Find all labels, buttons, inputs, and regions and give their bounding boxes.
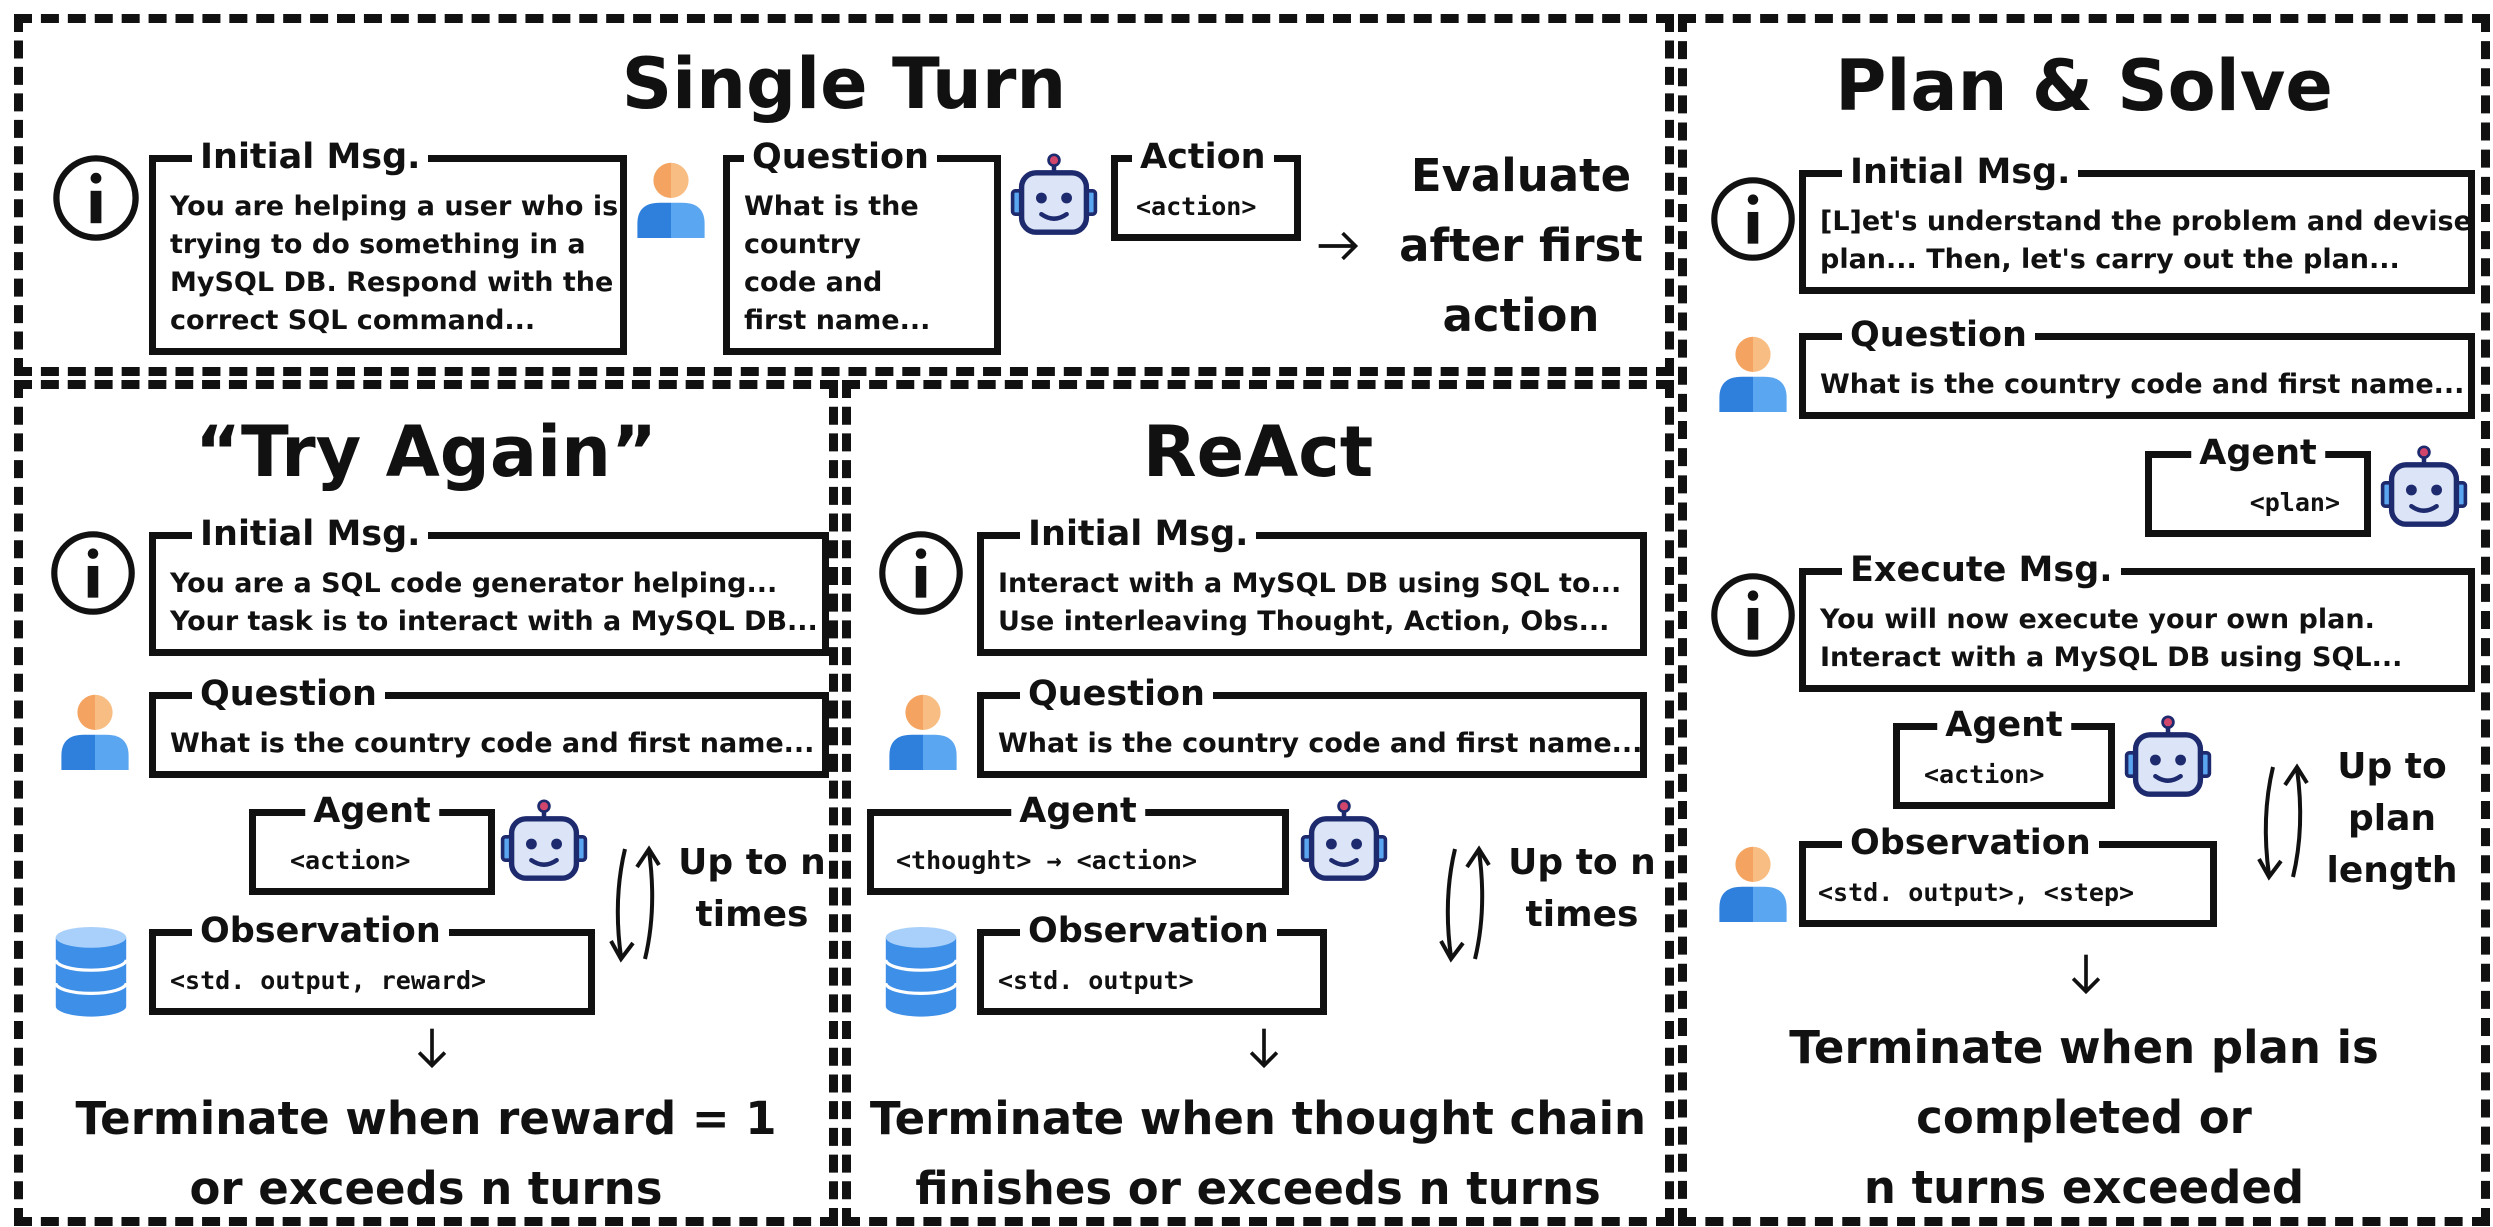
question-label: Question [192,674,385,714]
agent-value: <thought> → <action> [896,846,1198,875]
info-icon [49,529,137,617]
react-agent-box: Agent <thought> → <action> [867,791,1289,895]
execute-msg-label: Execute Msg. [1842,550,2121,590]
action-label: Action [1132,137,1274,177]
initial-msg-text: [L]et's understand the problem and devis… [1820,206,2472,275]
initial-msg-text: Interact with a MySQL DB using SQL to...… [998,568,1622,637]
initial-msg-text: You are a SQL code generator helping... … [170,568,818,637]
plan-solve-observation-box: Observation <std. output>, <step> [1799,823,2217,927]
initial-msg-label: Initial Msg. [192,137,429,177]
user-icon [1713,837,1793,927]
react-title: ReAct [1142,411,1374,493]
try-again-initial-msg-box: Initial Msg. You are a SQL code generato… [149,514,829,656]
plan-solve-initial-msg-box: Initial Msg. [L]et's understand the prob… [1799,152,2475,294]
try-again-agent-box: Agent <action> [249,791,495,895]
question-label: Question [1020,674,1213,714]
question-label: Question [744,137,937,177]
loop-arrows-icon [2253,757,2313,887]
react-panel: ReAct Initial Msg. Interact with a MySQL… [842,380,1674,1226]
info-icon [1709,571,1797,659]
question-text: What is the country code and first name.… [998,728,1643,759]
observation-label: Observation [1020,911,1277,951]
try-again-title: “Try Again” [195,411,657,493]
single-turn-action-box: Action <action> [1111,137,1301,241]
plan-solve-agent-action-box: Agent <action> [1893,705,2115,809]
react-observation-box: Observation <std. output> [977,911,1327,1015]
down-arrow-icon [413,1025,451,1071]
question-label: Question [1842,315,2035,355]
single-turn-initial-msg-box: Initial Msg. You are helping a user who … [149,137,627,355]
database-icon [51,923,131,1019]
terminate-condition: Terminate when plan is completed or n tu… [1789,1021,2379,1214]
try-again-panel: “Try Again” Initial Msg. You are a SQL c… [14,380,838,1226]
evaluate-after-first-action: Evaluate after first action [1399,149,1643,342]
agent-action-value: <action> [1924,760,2045,789]
agent-label: Agent [305,791,439,831]
plan-solve-agent-plan-box: Agent <plan> [2145,433,2371,537]
info-icon [51,153,141,243]
user-icon [55,685,135,775]
observation-label: Observation [192,911,449,951]
question-text: What is the country code and first name.… [170,728,815,759]
loop-label: Up to n times [1508,842,1656,935]
user-icon [631,153,711,243]
robot-icon [2379,445,2469,535]
user-icon [1713,327,1793,417]
observation-value: <std. output>, <step> [1818,878,2135,907]
single-turn-title: Single Turn [621,43,1067,125]
initial-msg-label: Initial Msg. [192,514,429,554]
initial-msg-label: Initial Msg. [1020,514,1257,554]
action-value: <action> [1136,192,1257,221]
react-initial-msg-box: Initial Msg. Interact with a MySQL DB us… [977,514,1647,656]
agent-label: Agent [1011,791,1145,831]
terminate-condition: Terminate when thought chain finishes or… [869,1092,1647,1215]
agent-plan-value: <plan> [2249,488,2340,517]
plan-solve-question-box: Question What is the country code and fi… [1799,315,2475,419]
question-text: What is the country code and first name.… [1820,369,2465,400]
agent-label: Agent [2191,433,2325,473]
info-icon [1709,175,1797,263]
loop-arrows-icon [1435,839,1495,969]
robot-icon [1009,153,1099,243]
loop-label: Up to n times [678,842,826,935]
initial-msg-text: You are helping a user who is trying to … [170,191,619,336]
loop-label: Up to plan length [2326,746,2458,891]
down-arrow-icon [2067,951,2105,997]
plan-solve-execute-msg-box: Execute Msg. You will now execute your o… [1799,550,2475,692]
database-icon [881,923,961,1019]
try-again-observation-box: Observation <std. output, reward> [149,911,595,1015]
right-arrow-icon [1315,227,1361,265]
observation-value: <std. output, reward> [170,966,487,995]
try-again-question-box: Question What is the country code and fi… [149,674,829,778]
info-icon [877,529,965,617]
agent-value: <action> [290,846,411,875]
execute-msg-text: You will now execute your own plan. Inte… [1820,604,2403,673]
single-turn-question-box: Question What is the country code and fi… [723,137,1001,355]
observation-label: Observation [1842,823,2099,863]
question-text: What is the country code and first name.… [744,191,931,336]
terminate-condition: Terminate when reward = 1 or exceeds n t… [75,1092,777,1215]
plan-solve-panel: Plan & Solve Initial Msg. [L]et's unders… [1678,14,2490,1226]
robot-icon [499,799,589,889]
loop-arrows-icon [605,839,665,969]
down-arrow-icon [1245,1025,1283,1071]
initial-msg-label: Initial Msg. [1842,152,2079,192]
plan-solve-title: Plan & Solve [1835,45,2333,127]
react-question-box: Question What is the country code and fi… [977,674,1647,778]
agent-label: Agent [1937,705,2071,745]
user-icon [883,685,963,775]
single-turn-panel: Single Turn Initial Msg. You are helping… [14,14,1674,376]
robot-icon [2123,715,2213,805]
robot-icon [1299,799,1389,889]
observation-value: <std. output> [998,966,1194,995]
